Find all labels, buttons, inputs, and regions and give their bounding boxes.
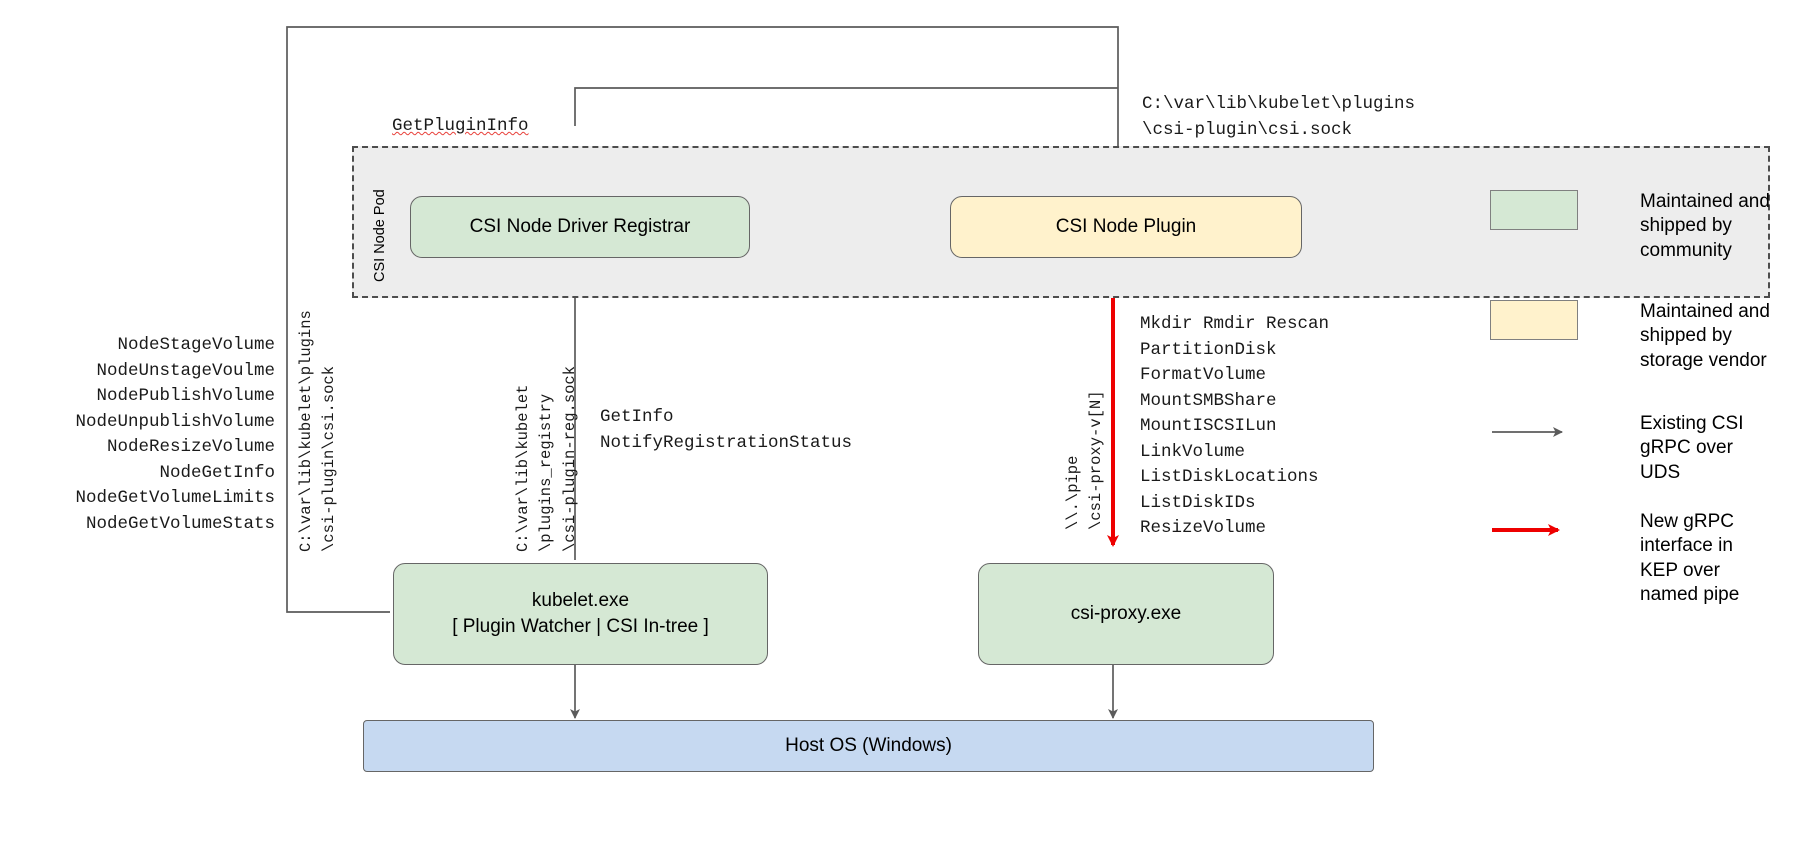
- label-get-plugin-info: GetPluginInfo: [392, 116, 529, 136]
- legend-row-community: Maintained and shipped by community: [1490, 190, 1770, 263]
- legend-row-existing-csi: Existing CSI gRPC over UDS: [1490, 412, 1743, 485]
- legend-row-storage-vendor: Maintained and shipped by storage vendor: [1490, 300, 1770, 373]
- legend-swatch-green: [1490, 190, 1578, 230]
- label-registry-socket: C:\var\lib\kubelet \plugins_registry \cs…: [514, 365, 579, 552]
- legend-arrow-gray: [1490, 412, 1578, 452]
- node-label-secondary: [ Plugin Watcher | CSI In-tree ]: [452, 616, 709, 637]
- edge-kubelet-to-node-plugin: [286, 26, 1123, 613]
- node-label: CSI Node Driver Registrar: [469, 216, 691, 238]
- label-registration-calls: GetInfo NotifyRegistrationStatus: [600, 407, 853, 453]
- node-csi-node-driver-registrar[interactable]: CSI Node Driver Registrar: [410, 196, 750, 258]
- node-host-os[interactable]: Host OS (Windows): [363, 720, 1374, 772]
- legend-swatch-yellow: [1490, 300, 1578, 340]
- node-label: CSI Node Plugin: [1055, 216, 1197, 238]
- label-plugin-socket-path: C:\var\lib\kubelet\plugins \csi-plugin\c…: [1142, 94, 1416, 140]
- edge-getplugininfo: [574, 87, 1118, 126]
- node-label: Host OS (Windows): [785, 735, 952, 757]
- legend-label: Existing CSI gRPC over UDS: [1640, 413, 1744, 483]
- node-csi-node-plugin[interactable]: CSI Node Plugin: [950, 196, 1302, 258]
- label-csi-node-rpc-list: NodeStageVolume NodeUnstageVoulme NodePu…: [75, 335, 275, 534]
- legend-row-new-grpc: New gRPC interface in KEP over named pip…: [1490, 510, 1739, 607]
- csi-node-pod-label: CSI Node Pod: [372, 189, 388, 282]
- node-label-primary: kubelet.exe: [531, 590, 630, 612]
- node-csi-proxy-exe[interactable]: csi-proxy.exe: [978, 563, 1274, 665]
- label-csi-proxy-api-list: Mkdir Rmdir Rescan PartitionDisk FormatV…: [1140, 314, 1330, 539]
- label-kubelet-csi-socket: C:\var\lib\kubelet\plugins \csi-plugin\c…: [297, 310, 339, 552]
- legend-label: Maintained and shipped by community: [1640, 191, 1770, 261]
- legend-arrow-red: [1490, 510, 1578, 550]
- node-kubelet-exe[interactable]: kubelet.exe [ Plugin Watcher | CSI In-tr…: [393, 563, 768, 665]
- node-label: csi-proxy.exe: [1070, 603, 1182, 625]
- label-named-pipe: \\.\pipe \csi-proxy-v[N]: [1064, 390, 1106, 530]
- legend-label: Maintained and shipped by storage vendor: [1640, 301, 1770, 371]
- legend-label: New gRPC interface in KEP over named pip…: [1640, 511, 1740, 605]
